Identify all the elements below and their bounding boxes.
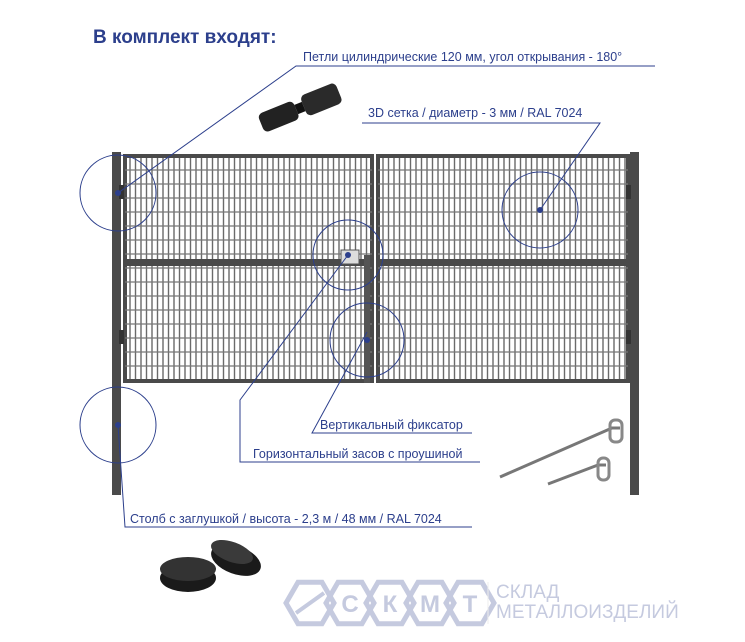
hinge [626,330,631,344]
right-leaf-crossbar [378,259,628,266]
mesh-callout-circle [501,171,579,249]
logo-hexagon [323,579,377,627]
logo-letter: Т [463,591,478,618]
logo-stripe [294,591,326,615]
bolt-callout-circle [312,219,384,291]
label-horizontal-bolt: Горизонтальный засов с проушиной [253,447,463,461]
lock-callout-circle [329,302,405,378]
logo-hexagon [283,579,337,627]
logo-letter: С [341,591,358,618]
bolt-rod-1 [499,426,620,479]
lock-callout-dot [364,337,370,343]
section-title: В комплект входят: [93,27,277,48]
hinge-part [258,101,299,132]
hinges-leader [117,65,655,194]
label-mesh: 3D сетка / диаметр - 3 мм / RAL 7024 [368,106,583,120]
hinge [119,330,124,344]
brand-line2: МЕТАЛЛОИЗДЕЛИЙ [496,602,679,623]
right-post [630,152,639,495]
label-hinges: Петли цилиндрические 120 мм, угол открыв… [303,50,623,64]
vertical-lock-leader [311,331,472,434]
horizontal-bolt-leader [239,254,480,463]
post-cap-1-top [160,557,216,581]
left-post [112,152,121,495]
logo-hexagon [443,579,497,627]
hinge-part [294,101,306,115]
logo-hexagon [363,579,417,627]
hinge-callout-circle [79,154,157,232]
label-post: Столб с заглушкой / высота - 2,3 м / 48 … [130,512,442,526]
left-leaf-crossbar [125,259,372,266]
brand-line1: СКЛАД [496,582,560,603]
hinge-image [258,83,342,132]
hinge-part [301,83,342,116]
logo-hexagon [403,579,457,627]
label-vertical-lock: Вертикальный фиксатор [320,418,463,432]
hinge [119,185,124,199]
logo-letter: М [420,591,440,618]
post-callout-circle [79,386,157,464]
hinge [626,185,631,199]
brand-text: СКЛАД МЕТАЛЛОИЗДЕЛИЙ [496,583,679,623]
vertical-lock-rod [364,255,370,383]
mesh-leader [362,122,601,211]
bolt-eye-1 [608,418,624,444]
logo-letter: К [383,591,398,618]
bolt-eye-2 [596,456,611,482]
post-cap-2-top [211,539,253,565]
post-leader [117,424,472,528]
